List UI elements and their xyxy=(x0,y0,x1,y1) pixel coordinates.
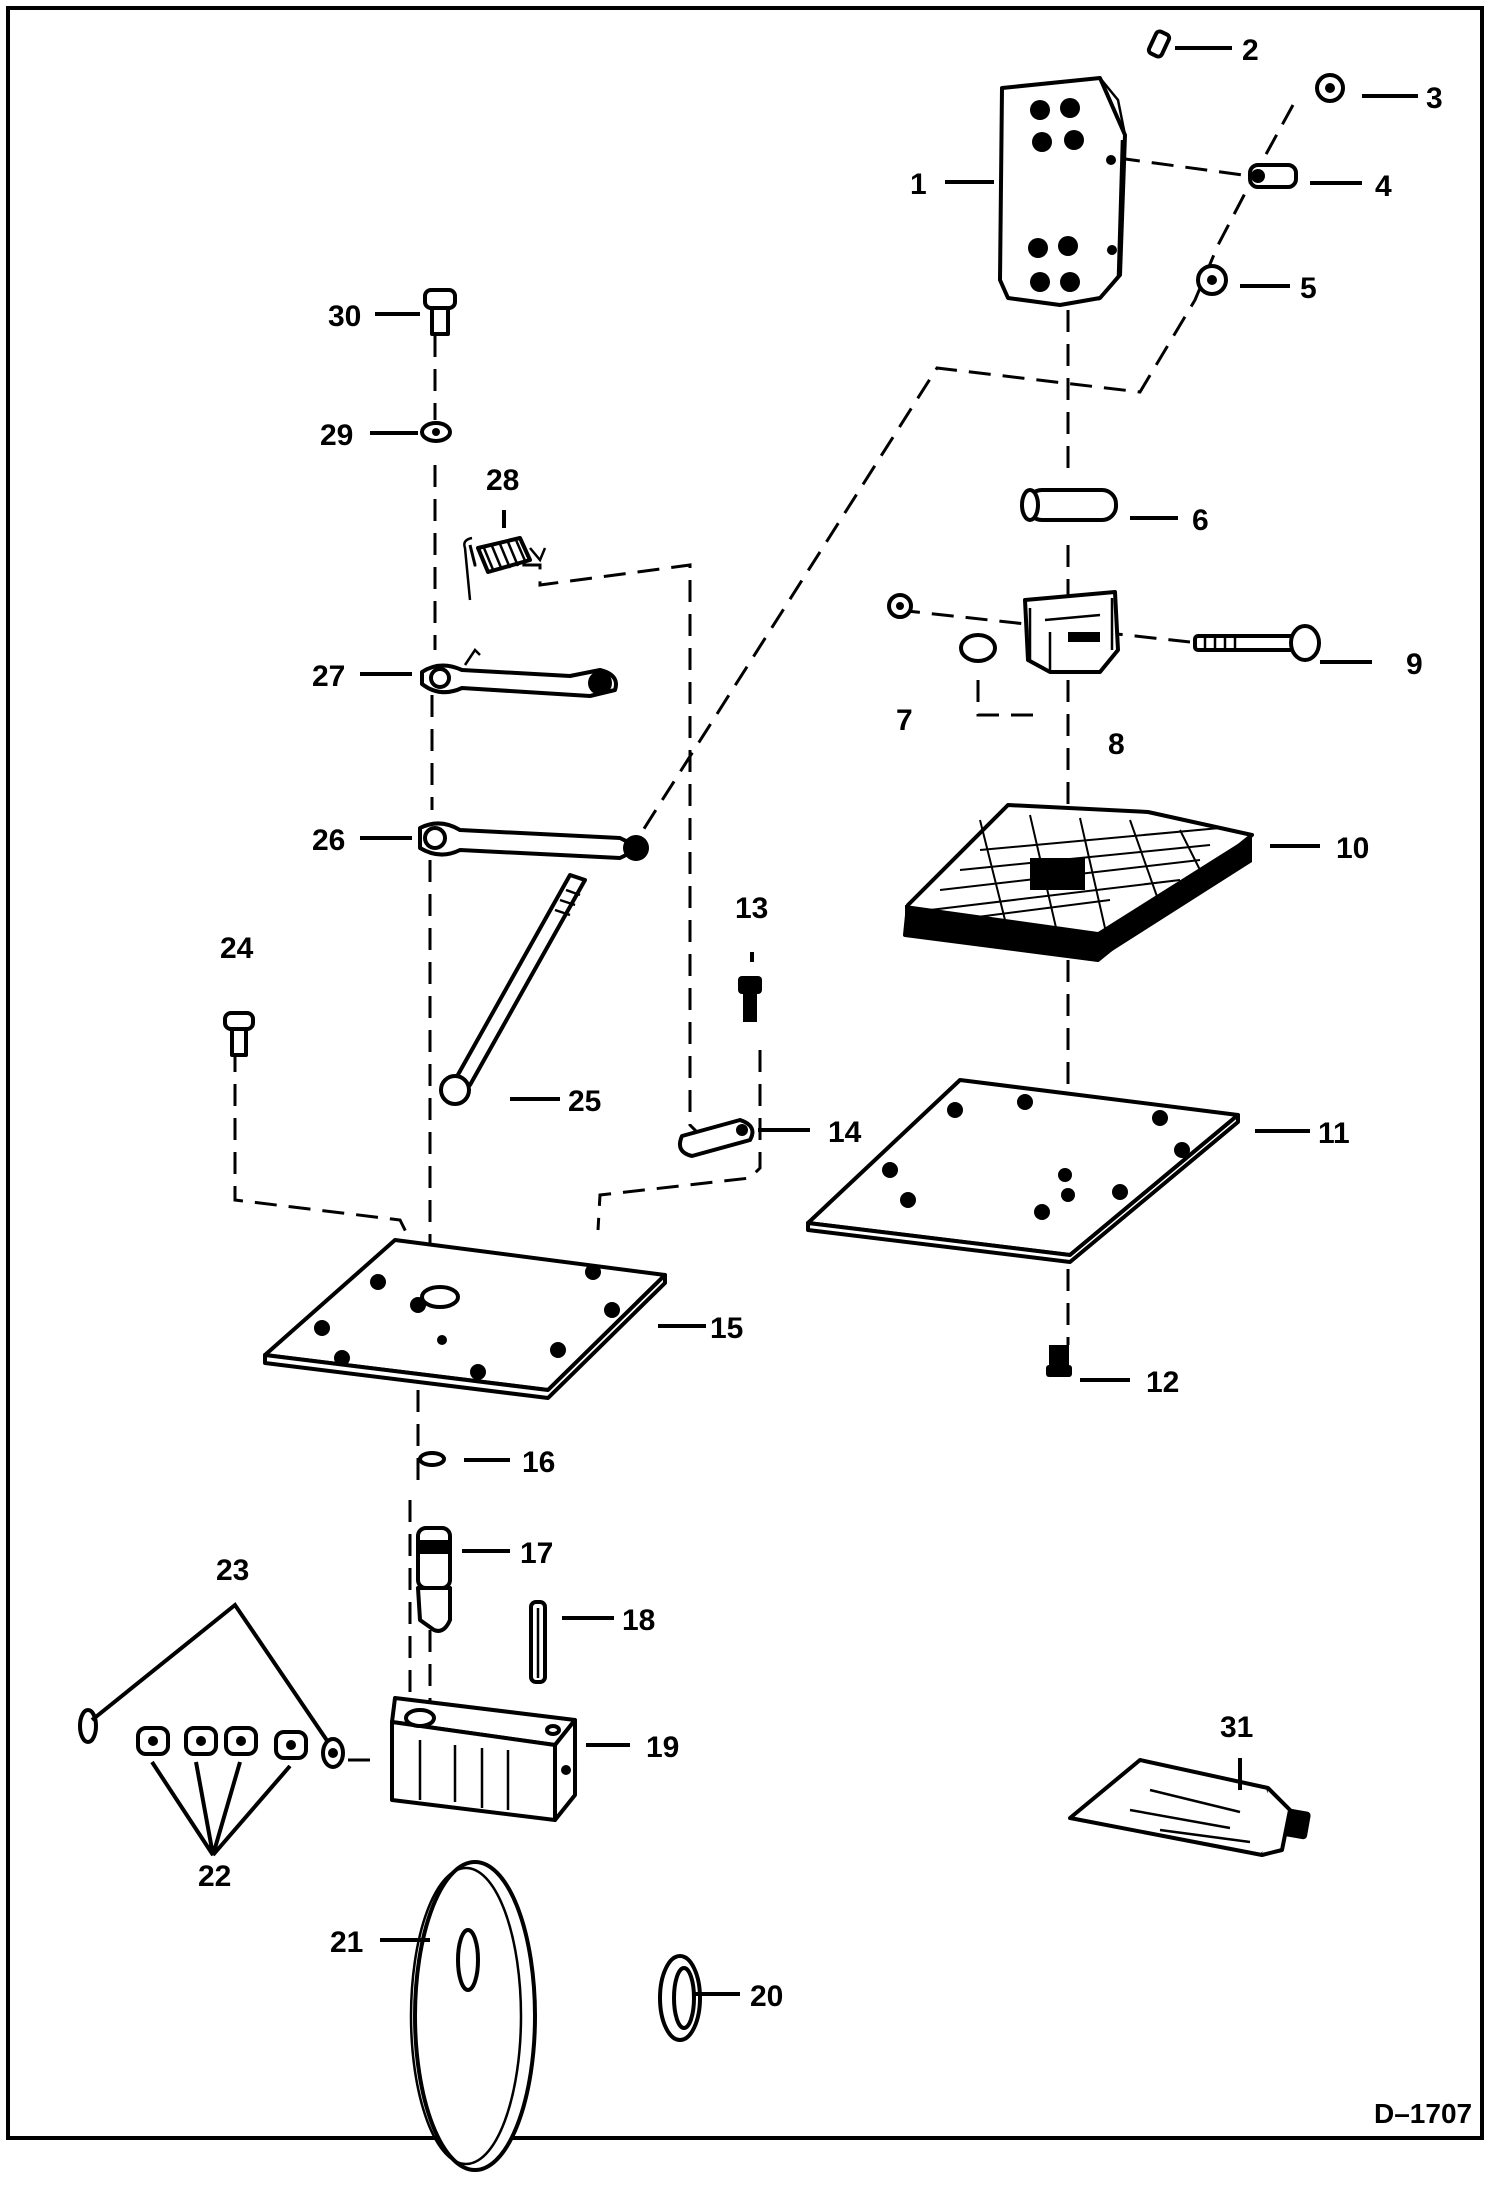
callout-9: 9 xyxy=(1406,648,1423,681)
bushings-part xyxy=(136,1726,308,1760)
callout-4: 4 xyxy=(1375,170,1392,203)
callout-21: 21 xyxy=(330,1926,363,1959)
pin-part xyxy=(1020,488,1118,522)
callout-18: 18 xyxy=(622,1604,655,1637)
callout-15: 15 xyxy=(710,1312,743,1345)
valve-block-part xyxy=(390,1696,577,1822)
callout-5: 5 xyxy=(1300,272,1317,305)
callout-28: 28 xyxy=(486,464,519,497)
lever-part xyxy=(420,648,618,698)
callout-1: 1 xyxy=(910,168,927,201)
callout-13: 13 xyxy=(735,892,768,925)
callout-7: 7 xyxy=(896,704,913,737)
callout-26: 26 xyxy=(312,824,345,857)
callout-22: 22 xyxy=(198,1860,231,1893)
bolt-part xyxy=(1046,1345,1072,1377)
callout-11: 11 xyxy=(1318,1117,1350,1150)
bolt-part xyxy=(423,288,457,336)
seals-part xyxy=(78,1708,345,1769)
shim-part xyxy=(409,1860,537,2172)
drawing-number: D–1707 xyxy=(1374,2098,1472,2129)
roll-pin-part xyxy=(529,1600,547,1684)
callout-23: 23 xyxy=(216,1554,249,1587)
callout-20: 20 xyxy=(750,1980,783,2013)
lever-part xyxy=(418,821,649,861)
callout-10: 10 xyxy=(1336,832,1369,865)
snap-ring-part xyxy=(658,1954,702,2042)
bolt-part xyxy=(223,1011,255,1057)
callout-25: 25 xyxy=(568,1085,601,1118)
callout-12: 12 xyxy=(1146,1366,1179,1399)
callout-6: 6 xyxy=(1192,504,1209,537)
spool-part xyxy=(416,1526,452,1633)
callout-24: 24 xyxy=(220,932,254,965)
floor-mat-part xyxy=(903,803,1254,962)
callout-17: 17 xyxy=(520,1537,553,1570)
spring-part xyxy=(463,536,547,601)
callout-27: 27 xyxy=(312,660,345,693)
callout-labels: 2 3 4 5 1 6 7 8 9 10 11 12 13 14 15 16 1… xyxy=(198,34,1472,2129)
callout-31: 31 xyxy=(1220,1711,1253,1744)
linkage-rod-part xyxy=(439,873,587,1106)
callout-14: 14 xyxy=(828,1116,862,1149)
leader-lines xyxy=(90,46,1418,1996)
callout-16: 16 xyxy=(522,1446,555,1479)
callout-2: 2 xyxy=(1242,34,1259,67)
set-screw-part xyxy=(1146,29,1172,59)
washer-part xyxy=(418,1451,446,1467)
pedal-part xyxy=(998,76,1127,307)
bolt-part xyxy=(1193,624,1321,662)
callout-8: 8 xyxy=(1108,728,1125,761)
floor-plate-part xyxy=(806,1078,1240,1264)
spring-anchor-part xyxy=(678,1118,755,1158)
mounting-plate-part xyxy=(263,1238,667,1400)
callout-29: 29 xyxy=(320,419,353,452)
nut-part xyxy=(959,633,997,663)
callout-19: 19 xyxy=(646,1731,679,1764)
lubricant-tube-part xyxy=(1068,1758,1311,1857)
bracket-part xyxy=(1023,590,1120,674)
ball-joint-part xyxy=(1248,163,1298,189)
callout-3: 3 xyxy=(1426,82,1443,115)
callout-30: 30 xyxy=(328,300,361,333)
bolt-part xyxy=(738,976,762,1022)
